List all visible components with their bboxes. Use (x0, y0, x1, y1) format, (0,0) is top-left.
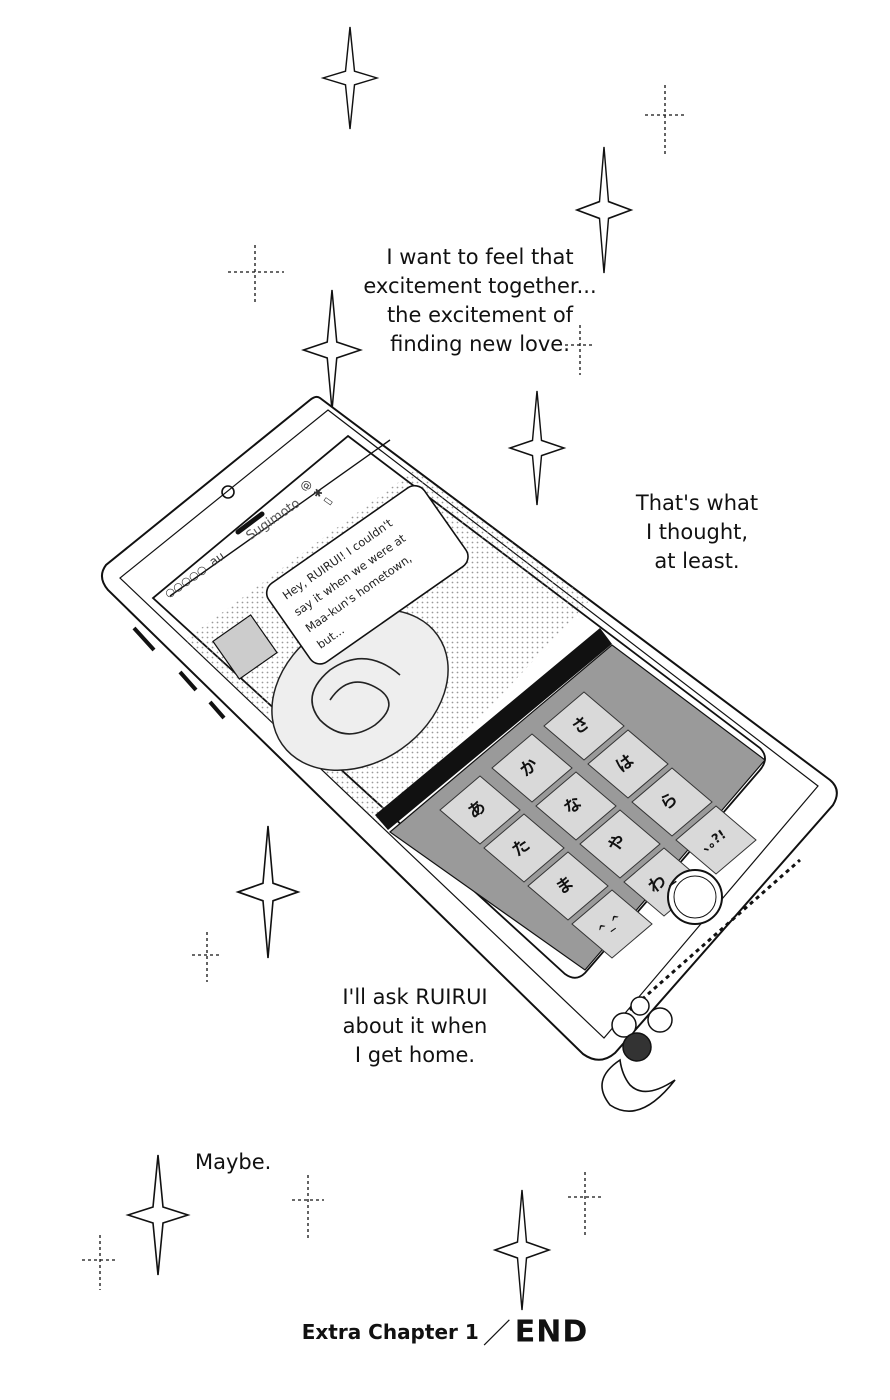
dotted-sparkle-icon (568, 1172, 602, 1235)
moon-charm-icon (601, 1058, 676, 1112)
dotted-sparkle-icon (192, 932, 222, 982)
caption-bottom: Maybe. (195, 1150, 272, 1174)
caption-right: That's what I thought, at least. (635, 491, 759, 573)
dotted-sparkles (82, 85, 685, 1290)
dotted-sparkle-icon (565, 325, 595, 375)
message-bubble: Hey, RUIRUI! I couldn't say it when we w… (265, 484, 469, 665)
chapter-end-footer: Extra Chapter 1／END (0, 1312, 890, 1352)
sparkle-icon (322, 26, 378, 130)
dotted-sparkle-icon (645, 85, 685, 155)
sparkle-icon (509, 390, 565, 506)
sparkle-icon (127, 1154, 189, 1276)
caption-top: I want to feel that excitement together.… (363, 245, 597, 356)
sparkle-icon (494, 1189, 550, 1311)
dotted-sparkle-icon (292, 1175, 324, 1240)
chapter-label: Extra Chapter 1 (301, 1320, 479, 1344)
slash-divider: ／ (482, 1317, 511, 1350)
dotted-sparkle-icon (82, 1235, 118, 1290)
end-label: END (514, 1314, 589, 1350)
caption-middle: I'll ask RUIRUI about it when I get home… (342, 985, 488, 1067)
sparkle-icon (237, 825, 299, 959)
dotted-sparkle-icon (228, 245, 284, 305)
